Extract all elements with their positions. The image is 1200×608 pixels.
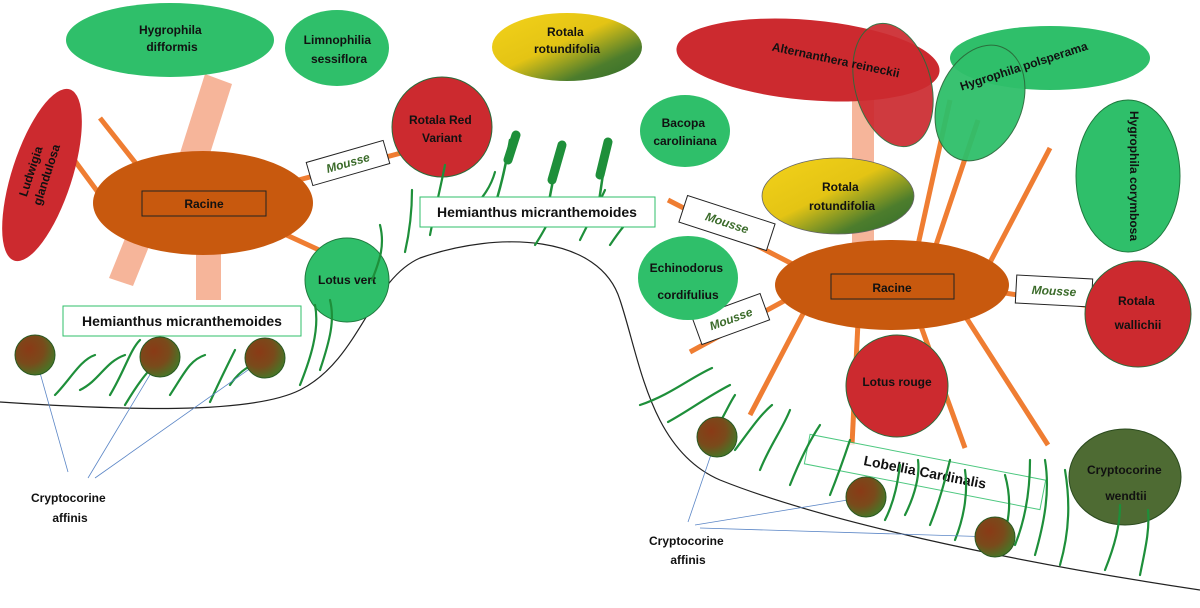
racine-right-label: Racine bbox=[872, 281, 912, 295]
cryptocorine-affinis-plant bbox=[139, 336, 181, 378]
cryptocorine-affinis-plant bbox=[14, 334, 56, 376]
label-line: affinis bbox=[52, 511, 88, 525]
plant-label-line: rotundifolia bbox=[809, 199, 875, 213]
plant-label-line: cordifulius bbox=[657, 288, 719, 302]
plant-label-line: rotundifolia bbox=[534, 42, 600, 56]
plant-label-line: sessiflora bbox=[311, 52, 367, 66]
plant-limnophilia-sessiflora bbox=[285, 10, 389, 86]
plant-label-line: Hygrophila bbox=[139, 23, 202, 37]
cryptocorine-affinis-plant bbox=[974, 516, 1016, 558]
plant-bacopa-caroliniana bbox=[640, 95, 730, 167]
plant-ludwigia-glandulosa bbox=[2, 88, 82, 262]
mousse-right-side: Mousse bbox=[1014, 274, 1094, 308]
plant-lotus-rouge-label: Lotus rouge bbox=[862, 375, 932, 389]
racine-left-box bbox=[141, 190, 267, 217]
hemianthus-middle-box bbox=[419, 196, 656, 228]
label-line: affinis bbox=[670, 553, 706, 567]
plant-hygrophila-polsperama bbox=[934, 44, 1026, 162]
root-band-left bbox=[180, 74, 232, 163]
plant-label-line: wallichii bbox=[1114, 318, 1162, 332]
plant-hygrophila-corymbosa-label: Hygrophila corymbosa bbox=[1127, 111, 1141, 241]
plant-rotala-wallichii-label: Rotala wallichii bbox=[1114, 294, 1162, 332]
racine-left-label: Racine bbox=[184, 197, 224, 211]
plant-bacopa-caroliniana-label: Bacopa caroliniana bbox=[653, 116, 717, 148]
plant-label-line: caroliniana bbox=[653, 134, 717, 148]
mousse-left: Mousse bbox=[305, 139, 391, 187]
plant-hygrophila-corymbosa bbox=[1075, 99, 1181, 253]
plant-label-line: Rotala bbox=[1118, 294, 1155, 308]
plant-rotala-rotundifolia-mid bbox=[761, 157, 915, 235]
plant-cryptocorine-wendtii bbox=[1068, 428, 1182, 526]
plant-rotala-rotundifolia-mid-label: Rotala rotundifolia bbox=[809, 180, 875, 213]
plant-label-line: Variant bbox=[422, 131, 462, 145]
plant-echinodorus-cordifulius-label: Echinodorus cordifulius bbox=[650, 261, 727, 302]
racine-left bbox=[93, 151, 313, 255]
plant-rotala-red-variant bbox=[391, 76, 493, 178]
mousse-right-top: Mousse bbox=[678, 194, 776, 252]
cryptocorine-affinis-plant bbox=[244, 337, 286, 379]
cryptocorine-affinis-left-label: Cryptocorine affinis bbox=[31, 491, 109, 525]
plant-lotus-vert bbox=[304, 237, 390, 323]
racine-right-box bbox=[830, 273, 955, 300]
cryptocorine-affinis-plant bbox=[696, 416, 738, 458]
cryptocorine-affinis-right-label: Cryptocorine affinis bbox=[649, 534, 727, 567]
plant-rotala-rotundifolia-top bbox=[492, 13, 642, 81]
plant-label-line: Bacopa bbox=[662, 116, 706, 130]
plant-label-line: Rotala Red bbox=[409, 113, 472, 127]
plant-label-line: Rotala bbox=[822, 180, 859, 194]
plant-cryptocorine-wendtii-label: Cryptocorine wendtii bbox=[1087, 463, 1165, 503]
plant-rotala-red-variant-label: Rotala Red Variant bbox=[409, 113, 475, 145]
plant-label-line: Cryptocorine bbox=[1087, 463, 1162, 477]
cryptocorine-affinis-left-group: Cryptocorine affinis bbox=[14, 334, 286, 525]
root-band-left bbox=[109, 236, 150, 286]
plant-hygrophila-difformis-label: Hygrophila difformis bbox=[139, 23, 205, 54]
cryptocorine-affinis-right-group: Cryptocorine affinis bbox=[649, 416, 1016, 567]
root-band-left bbox=[196, 252, 221, 300]
plant-echinodorus-cordifulius bbox=[638, 236, 738, 320]
hemianthus-left-label: Hemianthus micranthemoides bbox=[82, 313, 282, 329]
hemianthus-middle-label: Hemianthus micranthemoides bbox=[437, 204, 637, 220]
plant-lotus-rouge bbox=[845, 334, 949, 438]
label-line: Cryptocorine bbox=[649, 534, 724, 548]
plant-label-line: Limnophilia bbox=[304, 33, 372, 47]
plant-label-line: difformis bbox=[146, 40, 198, 54]
stem-tips bbox=[503, 130, 613, 185]
plant-rotala-wallichii bbox=[1084, 260, 1192, 368]
ground-curve bbox=[0, 241, 1200, 591]
plant-rotala-rotundifolia-top-label: Rotala rotundifolia bbox=[534, 25, 600, 56]
hemianthus-left-box bbox=[62, 305, 302, 337]
mousse-right-bottom: Mousse bbox=[691, 292, 771, 346]
mousse-label: Mousse bbox=[1031, 283, 1077, 299]
cryptocorine-affinis-plant bbox=[845, 476, 887, 518]
plant-lotus-vert-label: Lotus vert bbox=[318, 273, 376, 287]
plant-label-line: Rotala bbox=[547, 25, 584, 39]
plant-alternanthera-overlay bbox=[852, 22, 934, 148]
plant-label-line: wendtii bbox=[1104, 489, 1146, 503]
label-line: Cryptocorine bbox=[31, 491, 106, 505]
plant-label-line: Echinodorus bbox=[650, 261, 724, 275]
plant-limnophilia-sessiflora-label: Limnophilia sessiflora bbox=[304, 33, 375, 66]
plant-hygrophila-difformis bbox=[66, 3, 274, 77]
racine-right bbox=[775, 240, 1009, 330]
